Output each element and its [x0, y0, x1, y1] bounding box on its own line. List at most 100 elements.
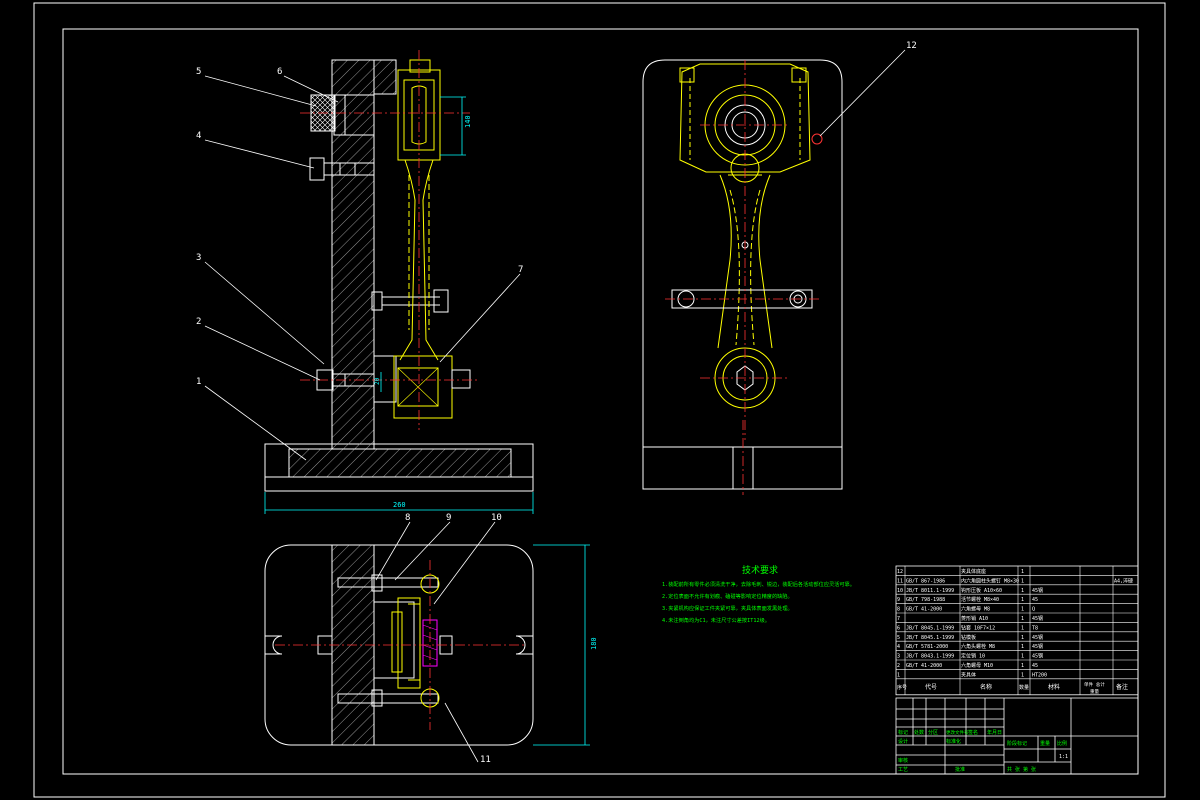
bom-name: 钩形压板 A10×60	[961, 587, 1002, 594]
tb-weight: 重量	[1040, 740, 1050, 747]
bom-header-material: 材料	[1048, 683, 1060, 691]
bom-no: 11	[897, 578, 903, 584]
bom-material: T8	[1032, 625, 1038, 631]
right-view	[642, 59, 843, 495]
bom-no: 6	[897, 625, 900, 631]
bom-material: 45钢	[1032, 643, 1043, 650]
pin-washer	[451, 369, 471, 389]
bom-qty: 1	[1021, 672, 1024, 678]
title-block	[895, 697, 1139, 775]
tb-zone: 分区	[928, 729, 938, 736]
bom-header-weight-sub: 重量	[1090, 688, 1099, 695]
bom-qty: 1	[1021, 578, 1024, 584]
bom-code: JB/T 8045.1-1999	[906, 635, 954, 641]
bom-material: 45	[1032, 663, 1038, 669]
balloon-3: 3	[196, 253, 201, 263]
balloon-11: 11	[480, 755, 491, 765]
balloon-10: 10	[491, 513, 502, 523]
bom-qty: 1	[1021, 569, 1024, 575]
balloon-8: 8	[405, 513, 410, 523]
bom-code: GB/T 867-1986	[906, 578, 945, 584]
bom-code: GB/T 5781-2000	[906, 644, 948, 650]
bom-qty: 1	[1021, 635, 1024, 641]
bom-name: 钻模板	[961, 634, 976, 641]
leaders-front	[204, 75, 521, 461]
balloon-4: 4	[196, 131, 201, 141]
tb-sheets: 共 张 第 张	[1007, 766, 1036, 773]
tb-mark: 标记	[898, 729, 908, 736]
balloon-7: 7	[518, 265, 523, 275]
tb-scale-value: 1:1	[1059, 754, 1068, 760]
bom-material: 45钢	[1032, 634, 1043, 641]
bom-no: 5	[897, 635, 900, 641]
bom-no: 1	[897, 672, 900, 678]
connecting-rod-side	[393, 59, 453, 419]
bom-header-note: 备注	[1116, 683, 1128, 691]
bom-material: 45钢	[1032, 615, 1043, 622]
tb-craft: 工艺	[898, 767, 908, 773]
bom-name: 六角螺母 M10	[961, 662, 993, 669]
dim-bore: 140	[464, 115, 472, 128]
bom-qty: 1	[1021, 644, 1024, 650]
bom-qty: 1	[1021, 654, 1024, 660]
inner-frame	[62, 28, 1139, 775]
bom-no: 9	[897, 597, 900, 603]
balloon-1: 1	[196, 377, 201, 387]
bom-code: GB/T 41-2000	[906, 663, 942, 669]
bom-qty: 1	[1021, 588, 1024, 594]
note-line-1: 1.装配前所有零件必须清洗干净，去除毛刺、锐边，装配后各活动部位应灵活可靠。	[662, 580, 855, 588]
plan-view	[264, 544, 590, 746]
outer-frame	[33, 2, 1166, 798]
tb-design: 设计	[898, 738, 908, 745]
bom-name: 夹具体底座	[961, 568, 986, 575]
bom-no: 12	[897, 569, 903, 575]
bom-header-qty: 数量	[1019, 684, 1029, 691]
dim-plan-height: 180	[590, 637, 598, 650]
bom-code: GB/T 41-2000	[906, 607, 942, 613]
balloon-5: 5	[196, 67, 201, 77]
bom-no: 3	[897, 654, 900, 660]
bom-qty: 1	[1021, 663, 1024, 669]
bom-note: A4,淬硬	[1114, 577, 1133, 584]
bom-no: 2	[897, 663, 900, 669]
balloon-9: 9	[446, 513, 451, 523]
notes-title: 技术要求	[742, 564, 778, 576]
bom-code: JB/T 8011.1-1999	[906, 588, 954, 594]
tb-review: 审核	[898, 757, 908, 764]
note-line-4: 4.未注倒角均为C1，未注尺寸公差按IT12级。	[662, 616, 770, 624]
bom-code: GB/T 798-1988	[906, 597, 945, 603]
bom-qty: 1	[1021, 597, 1024, 603]
bom-no: 7	[897, 616, 900, 622]
title-block-text: 标记 处数 分区 更改文件号 签名 年月日 设计 标准化 审核 工艺 批准 阶段…	[898, 729, 1068, 773]
balloon-12: 12	[906, 41, 917, 51]
bom-qty: 1	[1021, 625, 1024, 631]
bom-name: 菱形销 A10	[961, 615, 988, 622]
dim-width: 260	[393, 501, 406, 509]
bom-name: 六角螺母 M8	[961, 606, 990, 613]
tb-scale: 比例	[1057, 740, 1067, 747]
bom-code: JB/T 8043.1-1999	[906, 654, 954, 660]
bom-qty: 1	[1021, 616, 1024, 622]
bom-material: HT200	[1032, 672, 1047, 678]
bom-header-weight: 单件 总计	[1084, 681, 1105, 688]
note-line-3: 3.夹紧机构应保证工件夹紧可靠，夹具体表面发黑处理。	[662, 604, 793, 612]
bom-header-no: 序号	[897, 684, 907, 691]
bom-no: 4	[897, 644, 900, 650]
bom-header-code: 代号	[925, 683, 937, 691]
bom-material: 45钢	[1032, 587, 1043, 594]
bom-material: 45	[1032, 597, 1038, 603]
tb-approve: 批准	[955, 766, 965, 773]
bom-material: Q	[1032, 607, 1035, 613]
bom-name: 六角头螺栓 M8	[961, 643, 995, 650]
base-plate	[264, 443, 534, 492]
balloon-6: 6	[277, 67, 282, 77]
tb-doc: 更改文件号	[946, 729, 969, 736]
bom-name: 内六角圆柱头螺钉 M8×30	[961, 577, 1019, 584]
tb-sign: 签名	[968, 729, 978, 736]
bom-name: 定位销 10	[961, 653, 985, 660]
column	[331, 59, 375, 450]
bom-name: 钻套 10F7×12	[961, 624, 995, 631]
bom-code: JB/T 8045.1-1999	[906, 625, 954, 631]
